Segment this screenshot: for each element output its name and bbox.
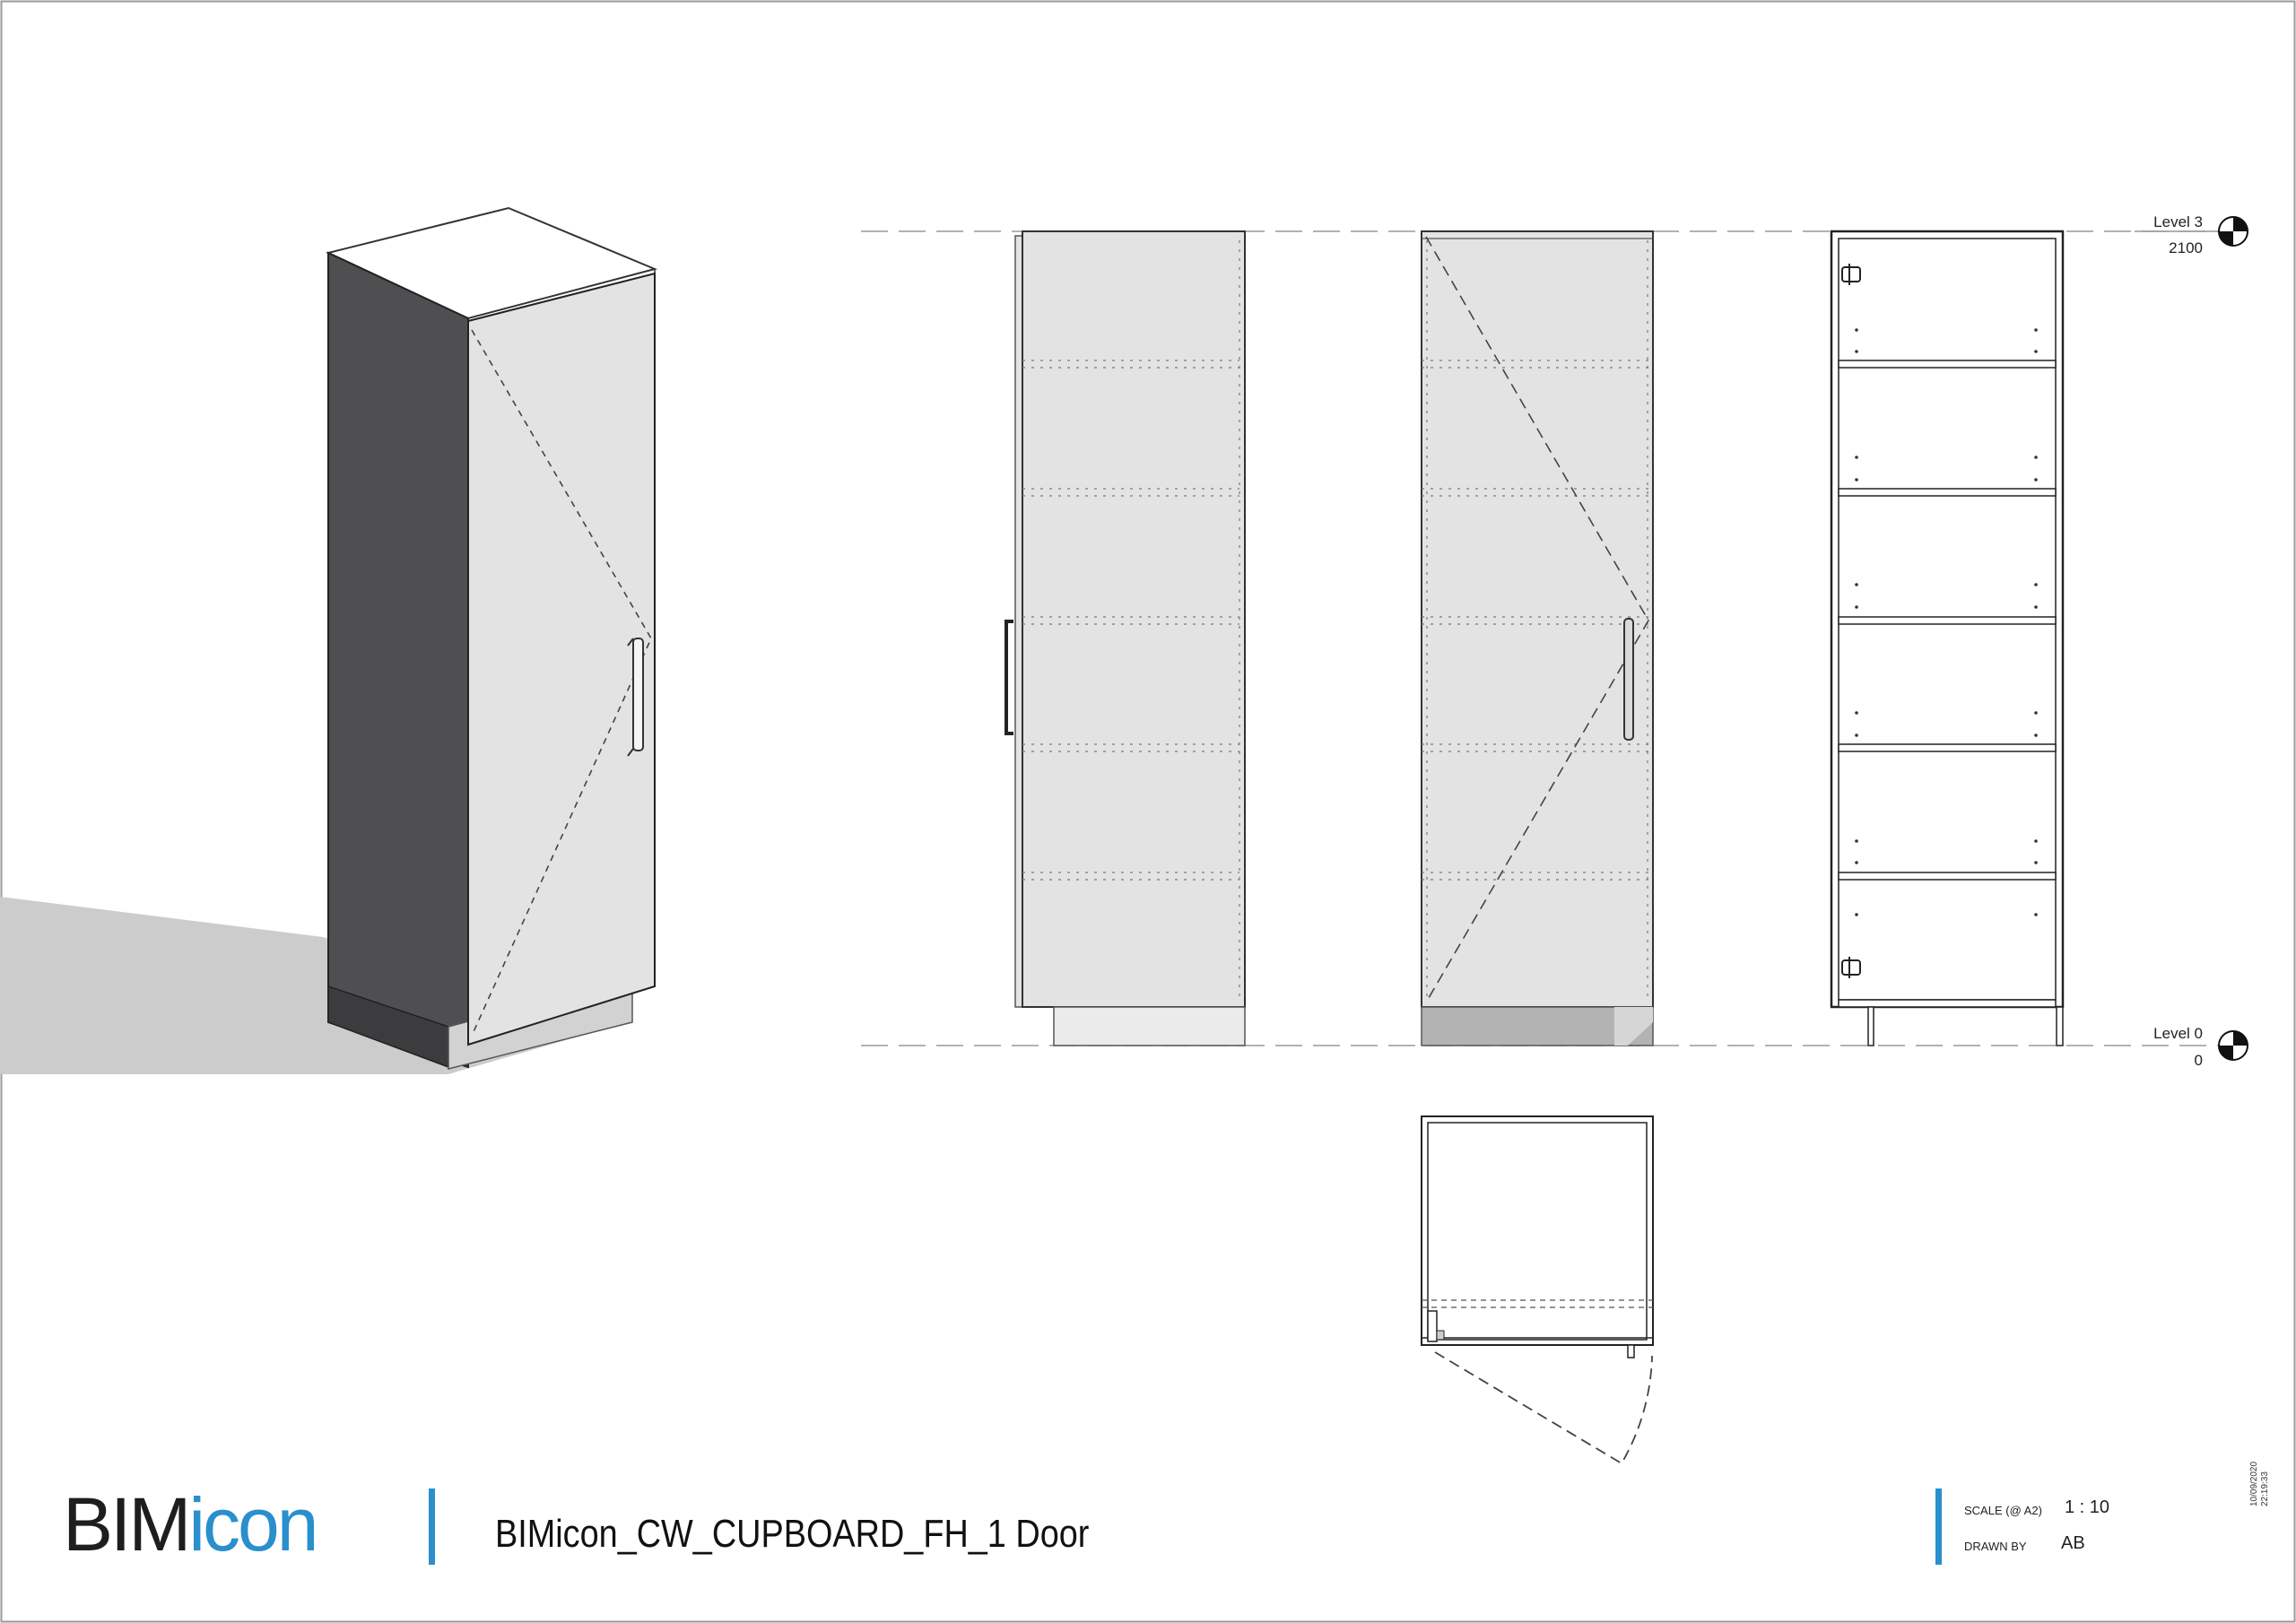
- elevation-front: [1421, 230, 1654, 1046]
- title-block: BIMicon BIMicon_CW_CUPBOARD_FH_1 Door SC…: [0, 1471, 2296, 1605]
- scale-label: SCALE (@ A2): [1964, 1504, 2042, 1517]
- iso-handle: [632, 638, 644, 751]
- elev-front-handle: [1623, 618, 1634, 741]
- title-divider-right: [1935, 1488, 1942, 1565]
- date-time-stamp: 10/09/2020 22:19:33: [2249, 1462, 2271, 1506]
- drawn-by-label: DRAWN BY: [1964, 1540, 2027, 1553]
- level-0-marker: Level 0 0: [2153, 1025, 2248, 1069]
- level-3-elevation: 2100: [2169, 239, 2203, 256]
- plan-view: [1421, 1115, 1654, 1465]
- plan-carcass: [1421, 1115, 1654, 1346]
- iso-shadow: [0, 897, 448, 1074]
- isometric-view: [0, 206, 658, 1074]
- scale-value: 1 : 10: [2065, 1497, 2110, 1517]
- iso-door: [467, 272, 656, 1046]
- plan-door-swing: [1434, 1351, 1653, 1465]
- iso-side-panel: [327, 251, 469, 1069]
- level-3-name: Level 3: [2153, 213, 2203, 230]
- title-divider-left: [429, 1488, 435, 1565]
- logo-part-bim: BIM: [63, 1482, 191, 1567]
- elevation-left: [1004, 230, 1246, 1046]
- elev-left-panel: [1022, 230, 1246, 1008]
- elev-front-door: [1421, 230, 1654, 1008]
- section-view: [1830, 230, 2065, 1046]
- iso-door-swing-line: [471, 329, 652, 1037]
- stamp-time: 22:19:33: [2260, 1471, 2270, 1506]
- elev-left-handle: [1004, 620, 1013, 735]
- level-0-name: Level 0: [2153, 1025, 2203, 1042]
- logo-part-icon: icon: [188, 1482, 318, 1567]
- elev-left-plinth: [1053, 1006, 1246, 1046]
- level-3-marker: Level 3 2100: [2135, 213, 2248, 256]
- elev-front-swing-line: [1425, 236, 1649, 1003]
- section-hinges: [1841, 264, 1861, 978]
- bimicon-logo: BIMicon: [63, 1487, 318, 1562]
- stamp-date: 10/09/2020: [2249, 1461, 2259, 1506]
- drawn-by-value: AB: [2061, 1533, 2085, 1553]
- drawing-title: BIMicon_CW_CUPBOARD_FH_1 Door: [495, 1512, 1090, 1556]
- level-0-elevation: 0: [2195, 1052, 2203, 1069]
